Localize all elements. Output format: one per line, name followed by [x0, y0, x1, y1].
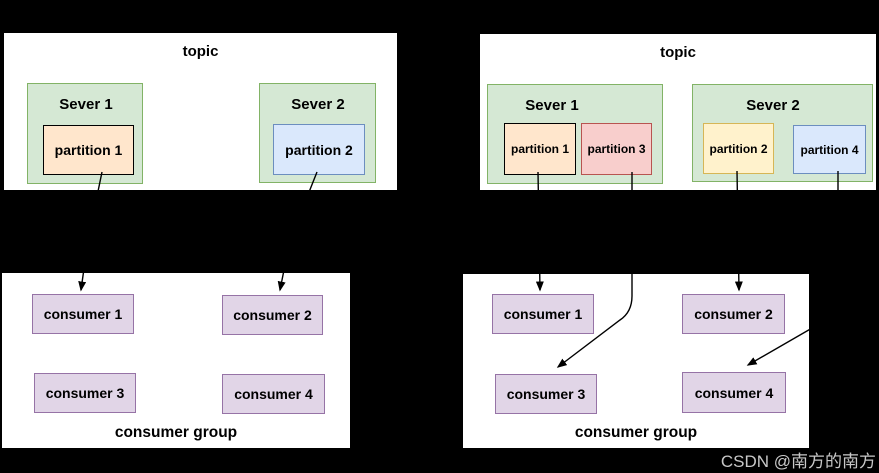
right-partition-2-box: partition 2: [703, 123, 774, 174]
left-consumer-2-label: consumer 2: [233, 307, 312, 323]
left-server-2-box: Sever 2 partition 2: [259, 83, 376, 183]
csdn-watermark: CSDN @南方的南方: [720, 452, 876, 471]
right-partition-3-box: partition 3: [581, 123, 652, 175]
left-server-2-label: Sever 2: [291, 96, 345, 113]
left-consumer-4-box: consumer 4: [222, 374, 325, 414]
left-server-1-label: Sever 1: [59, 96, 113, 113]
right-consumer-4-box: consumer 4: [682, 372, 786, 413]
left-partition-2-box: partition 2: [273, 124, 365, 175]
left-consumer-3-box: consumer 3: [34, 373, 136, 413]
right-consumer-3-label: consumer 3: [506, 386, 586, 402]
right-server-2-box: Sever 2 partition 2 partition 4: [692, 84, 873, 182]
left-consumer-1-box: consumer 1: [32, 294, 134, 334]
right-consumer-2-box: consumer 2: [682, 294, 785, 334]
right-server-1-label: Sever 1: [525, 97, 579, 114]
right-partition-3-label: partition 3: [587, 142, 646, 156]
right-partition-4-label: partition 4: [800, 142, 859, 157]
left-consumer-1-label: consumer 1: [43, 306, 123, 322]
right-consumer-1-box: consumer 1: [492, 294, 594, 334]
left-partition-1-box: partition 1: [43, 125, 134, 175]
left-partition-1-label: partition 1: [54, 142, 123, 158]
left-topic-title: topic: [182, 43, 219, 60]
right-partition-1-box: partition 1: [504, 123, 576, 175]
right-server-1-box: Sever 1 partition 1 partition 3: [487, 84, 663, 184]
right-consumer-3-box: consumer 3: [495, 374, 597, 414]
right-partition-4-box: partition 4: [793, 125, 866, 174]
left-consumer-group-label: consumer group: [114, 424, 238, 441]
right-consumer-group-label: consumer group: [574, 424, 698, 441]
right-topic-panel: topic Sever 1 partition 1 partition 3 Se…: [478, 32, 878, 192]
left-partition-2-label: partition 2: [285, 141, 353, 158]
right-topic-title: topic: [660, 44, 696, 61]
left-consumer-3-label: consumer 3: [45, 385, 125, 401]
left-server-1-box: Sever 1 partition 1: [27, 83, 143, 184]
right-consumer-2-label: consumer 2: [694, 306, 773, 322]
right-partition-1-label: partition 1: [510, 142, 569, 156]
right-consumer-1-label: consumer 1: [503, 306, 583, 322]
left-consumer-group-panel: consumer 1 consumer 2 consumer 3 consume…: [0, 271, 352, 450]
right-server-2-label: Sever 2: [746, 97, 800, 114]
right-partition-2-label: partition 2: [709, 141, 768, 156]
left-consumer-4-label: consumer 4: [234, 386, 313, 402]
right-consumer-4-label: consumer 4: [694, 384, 774, 401]
left-topic-panel: topic Sever 1 partition 1 Sever 2 partit…: [2, 31, 399, 192]
left-consumer-2-box: consumer 2: [222, 295, 323, 335]
right-consumer-group-panel: consumer 1 consumer 2 consumer 3 consume…: [461, 272, 811, 450]
